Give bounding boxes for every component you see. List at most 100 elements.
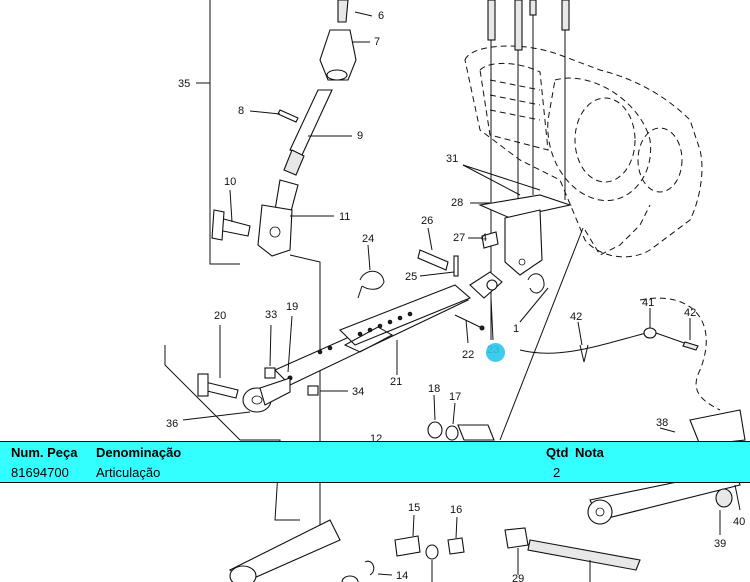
plate-15 [394,535,421,557]
bushing-18 [427,421,443,439]
bar-hole-8 [327,345,333,351]
housing-ribs [479,62,549,151]
grease-fitting-8 [277,109,299,123]
callout: 21 [390,376,402,388]
stud-3 [529,0,537,16]
group-35-bracket [209,0,240,265]
header-denominacao: Denominação [96,445,182,460]
callout: 20 [214,310,226,322]
rib-3 [489,109,541,121]
ring-41 [643,327,657,339]
rib-1 [489,79,541,91]
callout: 19 [286,301,298,313]
callout: 10 [224,176,236,188]
threaded-rod-29 [527,539,641,571]
stud-4 [561,0,570,31]
header-qtd: Qtd [546,445,569,460]
leader-24 [367,244,371,271]
pin-25 [453,255,459,277]
clevis-hole [269,226,281,238]
bracket-28-plate [478,194,573,219]
clip-24 [357,270,385,299]
callout: 41 [642,297,654,309]
rib-2 [489,94,541,106]
callout: 28 [451,197,463,209]
table-row[interactable]: 81694700 Articulação 2 [0,465,750,485]
rod-hidden-line [289,254,321,540]
washer-15 [425,544,439,560]
leader-16 [455,516,458,539]
callout: 42 [684,307,696,319]
nut-27 [481,231,499,249]
bar-hole-5 [397,315,403,321]
pin-22-end [479,325,485,331]
callout: 39 [714,538,726,550]
callout: 22 [462,349,474,361]
leader-8 [249,110,281,115]
part-qty: 2 [553,465,561,480]
fitting-33 [264,367,276,379]
swivel-ball [486,279,498,291]
callout: 42 [570,311,582,323]
header-num-peca: Num. Peça [11,445,78,460]
bottom-bushing [341,575,359,582]
pin-26 [417,249,449,271]
fitting-34 [307,385,319,396]
housing-lower [584,204,651,256]
bar-hole-7 [317,349,323,355]
callout: 33 [265,309,277,321]
callout: 36 [166,418,178,430]
part-number: 81694700 [11,465,69,480]
washer-17 [445,425,459,441]
swivel-head-23 [469,271,503,299]
leader-15 [412,514,415,537]
selected-callout-marker[interactable] [486,343,505,362]
callout: 4 [481,232,487,244]
leader-19 [287,315,293,373]
callout: 17 [449,391,461,403]
housing-bore [547,77,652,202]
eye-end-neck [259,377,291,406]
leader-31b [462,164,541,191]
callout: 26 [421,215,433,227]
leader-40 [734,484,741,511]
sleeve-29 [504,527,529,549]
bar-slot [343,326,394,353]
rod-nut-7 [319,29,357,81]
callout: 24 [362,233,374,245]
collar-12 [457,424,495,441]
bar-hole-1 [357,331,363,337]
leader-1 [519,287,549,323]
bracket-28-body [504,209,543,276]
callout: 27 [453,232,465,244]
table-header: . Num. Peça Denominação Qtd Nota [0,445,750,465]
lower-arm-eye [229,565,257,582]
frame-line-36 [164,345,241,441]
lower-link-38 [689,409,746,446]
bolt-20-head [197,373,209,397]
leader-33 [269,324,272,367]
callout: 35 [178,78,190,90]
stud-2 [514,0,523,51]
callout: 9 [357,130,363,142]
callout: 8 [238,105,244,117]
callout: 34 [352,386,364,398]
pin-14 [364,560,375,576]
pin-22 [454,314,483,329]
header-nota: Nota [575,445,604,460]
bracket-hole [518,258,526,266]
wire-hidden [639,297,721,411]
rod-nut-base [326,69,348,81]
bar-hole-6 [407,311,413,317]
callout: 14 [396,570,408,582]
leader-10 [229,189,233,223]
stud-1 [487,0,496,41]
callout: 31 [446,153,458,165]
wire-end-42 [682,341,699,351]
callout: 38 [656,417,668,429]
edge-mark: . [0,445,1,460]
callout: 16 [450,504,462,516]
pin-10-head [211,209,225,241]
rod-thread-mid [283,149,305,176]
